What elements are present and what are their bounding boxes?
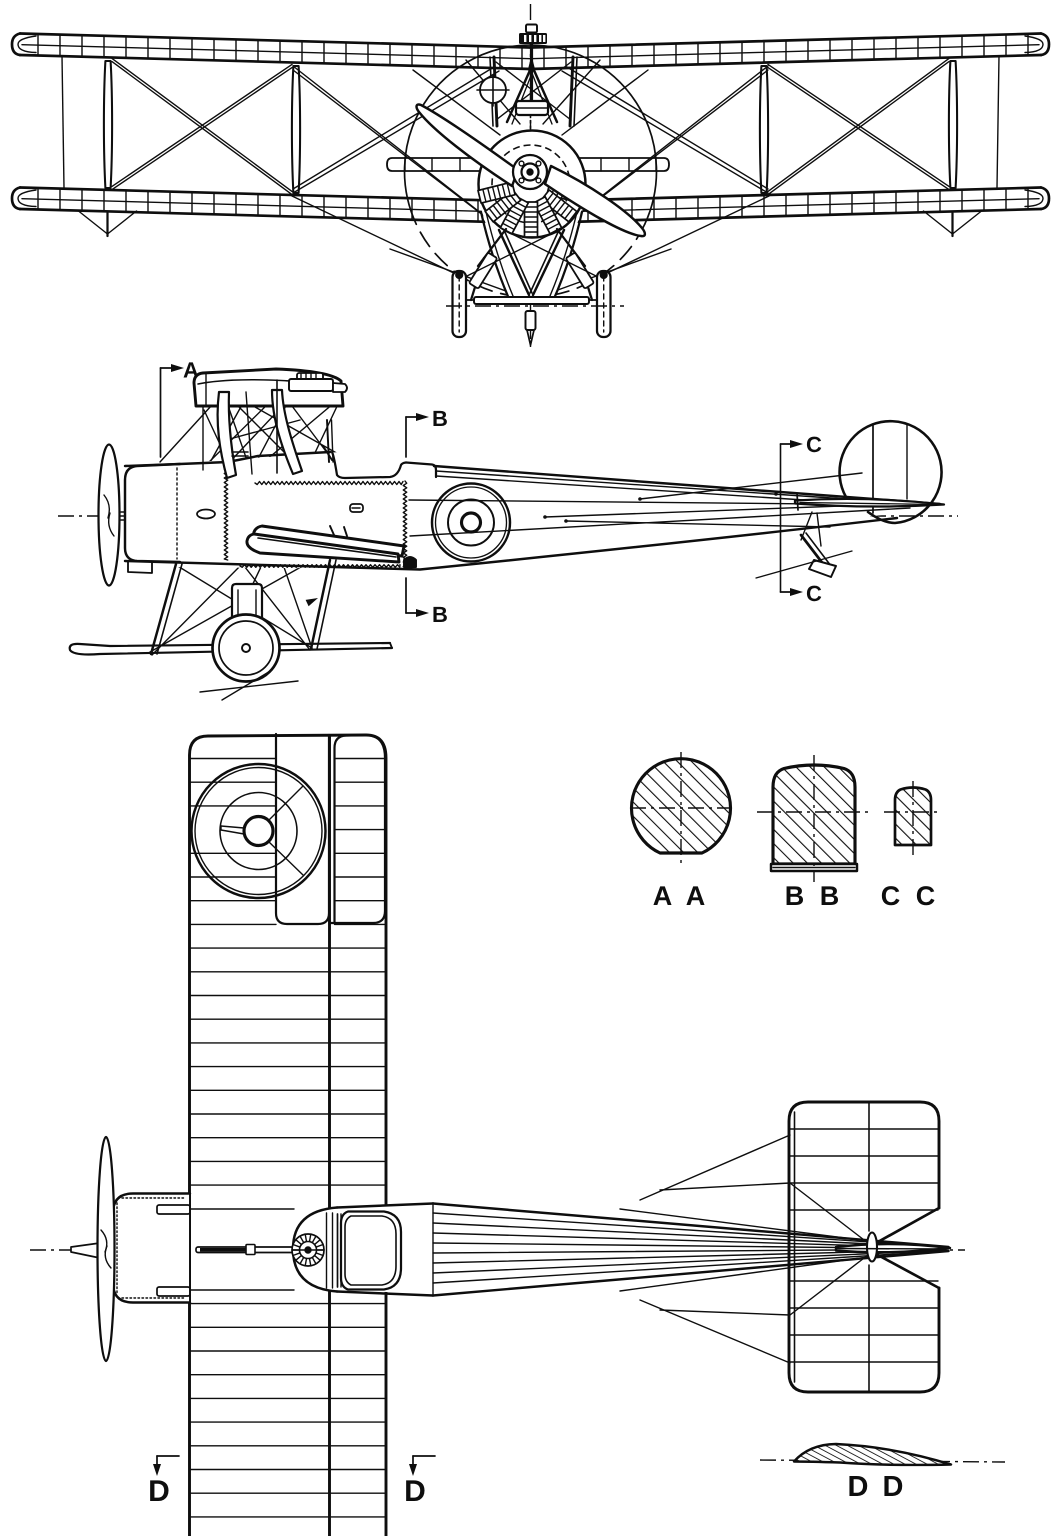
svg-text:B: B bbox=[432, 602, 448, 627]
svg-text:C: C bbox=[806, 581, 822, 606]
svg-text:C C: C C bbox=[881, 881, 940, 911]
svg-text:A A: A A bbox=[653, 881, 710, 911]
svg-text:C: C bbox=[806, 432, 822, 457]
svg-text:B B: B B bbox=[785, 881, 844, 911]
svg-text:D: D bbox=[148, 1475, 170, 1508]
svg-text:D: D bbox=[404, 1475, 426, 1508]
svg-text:D D: D D bbox=[848, 1471, 907, 1503]
svg-text:B: B bbox=[432, 406, 448, 431]
